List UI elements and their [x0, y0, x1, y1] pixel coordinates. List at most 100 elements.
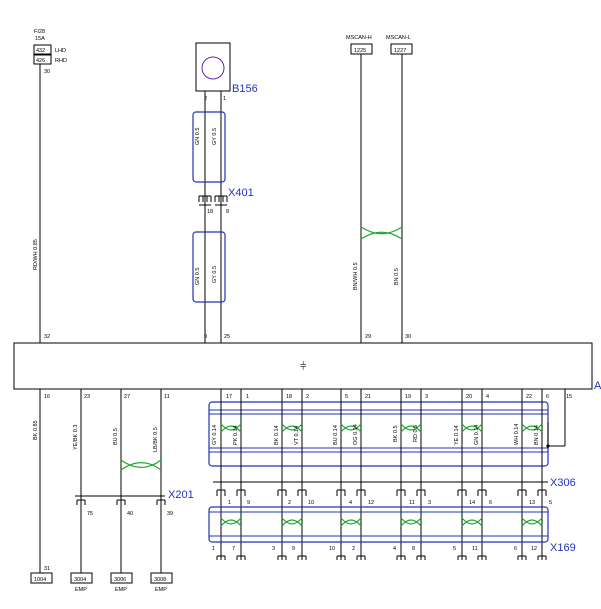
x306-pin-connector [277, 489, 307, 496]
ref-box-1004 [30, 572, 53, 584]
mscan-l-label: MSCAN-L [386, 35, 411, 41]
pair-label-bk: BK 0.14 [274, 425, 280, 445]
x201-pin-40: 40 [127, 511, 133, 517]
module-bottom-pin-5: 5 [345, 394, 348, 400]
x201-pin-75: 75 [87, 511, 93, 517]
pair-twist-icon [461, 517, 483, 527]
ref-box-3006 [110, 572, 133, 584]
emp-label-2: EMP [115, 587, 127, 593]
x169-pin-connector [517, 555, 547, 560]
x169-pin-10: 10 [329, 546, 335, 552]
module-bottom-pin-20: 20 [466, 394, 472, 400]
module-a-box [13, 342, 593, 390]
fuse-lhd-box [33, 44, 52, 55]
x169-pin-6: 6 [514, 546, 517, 552]
x201-connector [75, 495, 166, 505]
pair-label-rd: RD 0.5 [413, 425, 419, 442]
emp-label-1: EMP [75, 587, 87, 593]
b156-lower-shield [192, 231, 226, 303]
x169-pin-11: 11 [472, 546, 478, 552]
b156-upper-wire-a: GN 0.5 [195, 128, 201, 145]
x306-pin-11: 11 [409, 500, 415, 506]
x201-pin-39: 39 [167, 511, 173, 517]
module-bottom-pin-22: 22 [526, 394, 532, 400]
b156-sensor-icon [201, 56, 225, 80]
module-bottom-pin-16: 16 [44, 394, 50, 400]
x306-pin-3: 3 [428, 500, 431, 506]
module-top-pin-25: 25 [224, 334, 230, 340]
b156-lower-wire-a: GN 0.5 [195, 268, 201, 285]
b156-box [195, 42, 231, 92]
module-bottom-pin-6: 6 [546, 394, 549, 400]
x306-pin-connector [336, 489, 366, 496]
ground-wire-label: BK 0.85 [33, 420, 39, 440]
fuse-rhd-label: RHD [55, 58, 67, 64]
x306-pin-6: 6 [489, 500, 492, 506]
x401-connector [198, 195, 228, 206]
pair-twist-icon [281, 423, 303, 433]
pair-label-bn: BN 0.14 [534, 425, 540, 445]
x306-pin-12: 12 [368, 500, 374, 506]
module-bottom-pin-17: 17 [226, 394, 232, 400]
x169-pin-2: 2 [352, 546, 355, 552]
pair-twist-icon [220, 423, 242, 433]
x401-pin-18: 18 [207, 209, 213, 215]
x306-pin-10: 10 [308, 500, 314, 506]
module-bottom-pin-11: 11 [164, 394, 170, 400]
x169-pin-12: 12 [531, 546, 537, 552]
module-bottom-pin-4: 4 [486, 394, 489, 400]
x306-upper-shield [208, 401, 549, 467]
ref-3008: 3008 [154, 577, 166, 583]
wire-bu-label: BU 0.5 [113, 428, 119, 445]
x201-label: X201 [168, 489, 194, 501]
b156-pin-2: 2 [204, 96, 207, 102]
pair-label-wh: WH 0.14 [514, 424, 520, 445]
x306-label: X306 [550, 477, 576, 489]
module-top-pin-9: 9 [204, 334, 207, 340]
x169-pin-connector [396, 555, 426, 560]
b156-upper-shield [192, 111, 226, 183]
fuse-rating: 15A [35, 36, 45, 42]
x401-pin-8: 8 [226, 209, 229, 215]
fuse-wire-label: RD/WH 0.85 [33, 239, 39, 270]
ref-box-3008 [150, 572, 173, 584]
pair-twist-icon [340, 423, 362, 433]
pair-wires [213, 389, 548, 560]
b156-label: B156 [232, 83, 258, 95]
can-twisted-pair-icon [360, 226, 403, 240]
wire-lbbk-label: LB/BK 0.5 [153, 427, 159, 452]
pair-twist-icon [400, 517, 422, 527]
module-transistor-icon: ⫩ [300, 361, 306, 373]
pair-label-gy: GY 0.14 [212, 425, 218, 445]
b156-lower-wire-b: GY 0.5 [212, 266, 218, 283]
x169-pin-connector [277, 555, 307, 560]
x401-label: X401 [228, 187, 254, 199]
mscan-h-label: MSCAN-H [346, 35, 372, 41]
x169-pin-8: 8 [412, 546, 415, 552]
x306-pin-5: 5 [549, 500, 552, 506]
x169-pin-4: 4 [393, 546, 396, 552]
fuse-pin: 30 [44, 69, 50, 75]
pair-twist-icon [521, 517, 543, 527]
x169-pin-connector [216, 555, 246, 560]
x306-pin-14: 14 [469, 500, 475, 506]
module-top-pin-32: 32 [44, 334, 50, 340]
module-bottom-pin-18: 18 [286, 394, 292, 400]
pair-label-gn: GN 0.14 [474, 425, 480, 445]
b156-pin-1: 1 [223, 96, 226, 102]
x169-label: X169 [550, 542, 576, 554]
module-bottom-pin-2: 2 [306, 394, 309, 400]
can-l-wire-label: BN 0.5 [394, 268, 400, 285]
mscan-l-ref: 1227 [394, 48, 406, 54]
fuse-rhd-box [33, 54, 52, 65]
fuse-lhd-label: LHD [55, 48, 66, 54]
x169-pin-5: 5 [453, 546, 456, 552]
ref-3006: 3006 [114, 577, 126, 583]
emp-label-3: EMP [155, 587, 167, 593]
x169-pin-connector [457, 555, 487, 560]
pair-twist-icon [281, 517, 303, 527]
x306-pin-9: 9 [247, 500, 250, 506]
pair-twist-icon [220, 517, 242, 527]
module-bottom-pin-19: 19 [405, 394, 411, 400]
